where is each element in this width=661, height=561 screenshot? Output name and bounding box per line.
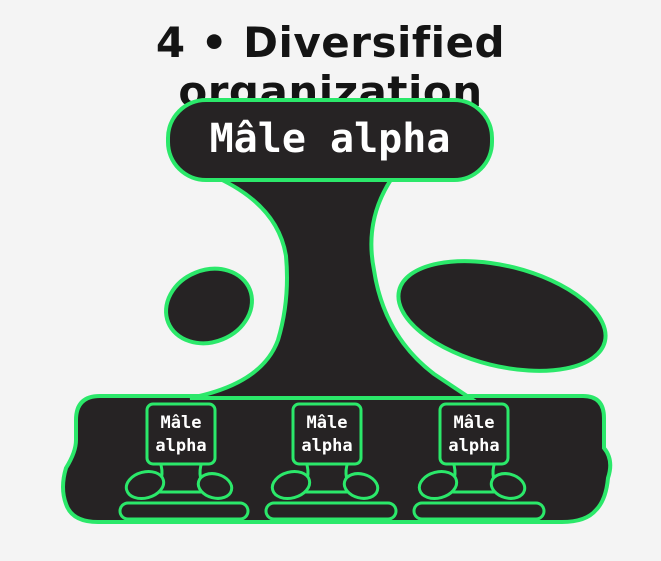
sub-node-base xyxy=(412,501,546,521)
sub-node-left-blob xyxy=(124,470,166,500)
central-stem xyxy=(189,176,477,400)
sub-node-group-2: Mâle alpha xyxy=(264,402,398,521)
sub-node-label-line1: Mâle xyxy=(161,413,202,433)
sub-node-base xyxy=(264,501,398,521)
sub-node-label-line1: Mâle xyxy=(454,413,495,433)
sub-node-base xyxy=(118,501,250,521)
top-node-label: Mâle alpha xyxy=(210,116,451,162)
sub-node-left-blob xyxy=(417,470,459,500)
diagram-title: 4 • Diversified organization xyxy=(155,18,506,116)
sub-node-box xyxy=(438,402,510,466)
sub-node-label-line2: alpha xyxy=(155,436,206,456)
sub-node-group-3: Mâle alpha xyxy=(412,402,546,521)
sub-node-right-blob xyxy=(196,472,234,500)
sub-node-label-line2: alpha xyxy=(448,436,499,456)
sub-node-label-line2: alpha xyxy=(301,436,352,456)
sub-node-left-blob xyxy=(270,470,312,500)
sub-node-right-blob xyxy=(489,472,527,500)
left-satellite-blob xyxy=(164,266,254,346)
sub-node-box xyxy=(145,402,217,466)
sub-node-right-blob xyxy=(342,472,380,500)
sub-node-label-line1: Mâle xyxy=(307,413,348,433)
top-node-box xyxy=(166,98,494,182)
sub-node-box xyxy=(291,402,363,466)
sub-node-group-1: Mâle alpha xyxy=(118,402,250,521)
right-satellite-blob xyxy=(396,259,608,373)
